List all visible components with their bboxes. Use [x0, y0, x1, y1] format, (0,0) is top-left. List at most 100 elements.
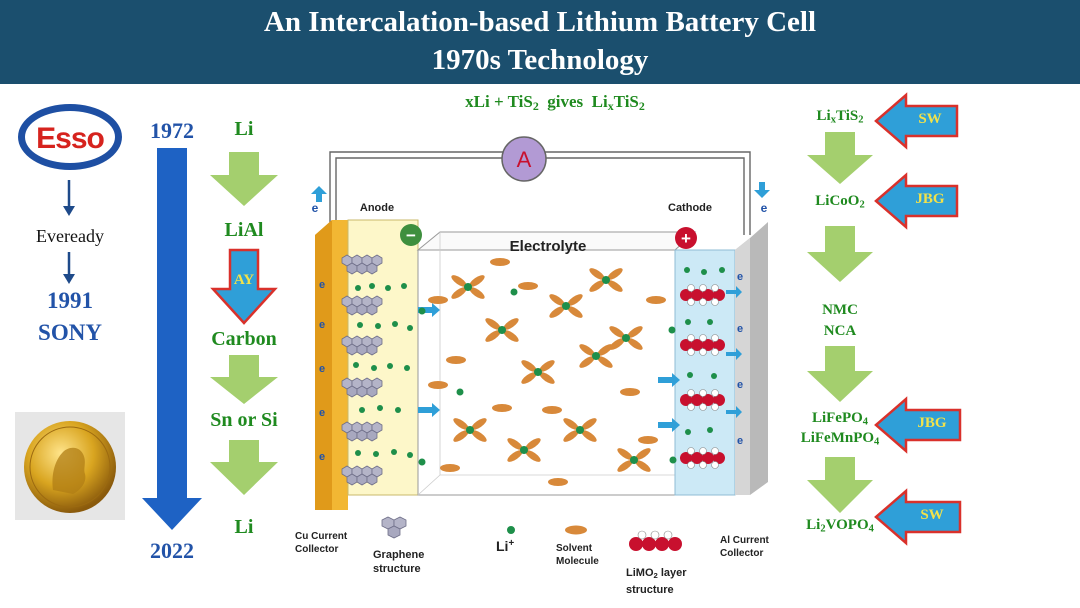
- medal-graphic: [24, 421, 116, 513]
- down-arrow-icon: [210, 355, 278, 404]
- li2vopo4-li: Li: [806, 517, 821, 533]
- limo-legend-rest: layer: [657, 567, 687, 579]
- cathode-lifepo4: LiFePO4: [790, 410, 890, 428]
- title-line-1: An Intercalation-based Lithium Battery C…: [263, 6, 817, 38]
- lixtis2-base: Li: [816, 108, 831, 124]
- lifepo4-sub: 4: [862, 416, 869, 428]
- svg-text:e: e: [319, 451, 325, 463]
- electron-right: e: [761, 201, 768, 215]
- anode-minus-sign: −: [400, 224, 422, 246]
- anode-sn-si: Sn or Si: [210, 409, 278, 431]
- battery-cell-diagram: A e e Anode Cathode − Electrolyte +: [311, 136, 770, 510]
- li2vopo4-rest: VOPO: [825, 517, 869, 533]
- minus-label: −: [406, 226, 416, 245]
- jbg-arrow-2: [874, 396, 962, 454]
- sony-label: SONY: [38, 320, 102, 345]
- li-ion-text: Li: [496, 538, 509, 554]
- anode-label: Anode: [360, 202, 394, 214]
- esso-logo: Esso: [18, 104, 122, 170]
- reaction-sub-3: 2: [638, 98, 645, 113]
- year-1991: 1991: [47, 288, 93, 313]
- cathode-nmc: NMC: [822, 302, 858, 318]
- cathode-nca: NCA: [823, 323, 857, 339]
- title-line-2: 1970s Technology: [431, 44, 649, 76]
- cathode-li-ions: [684, 267, 725, 435]
- electron-arrow-icon: e: [754, 182, 770, 215]
- reaction-sub-2: x: [607, 98, 614, 113]
- limo-legend-sub: 2: [653, 570, 658, 580]
- li2vopo4-sub-2: 2: [820, 523, 826, 535]
- li2vopo4-sub-4: 4: [868, 523, 874, 535]
- anode-li-final: Li: [234, 516, 254, 538]
- down-arrow-icon: [807, 132, 873, 184]
- cathode-progression-arrows: [807, 132, 873, 513]
- cathode-plus-sign: +: [675, 227, 697, 249]
- down-arrow-icon: [807, 346, 873, 402]
- electron-arrow-icon: e: [311, 186, 327, 215]
- lifemnpo4-sub: 4: [874, 436, 880, 448]
- svg-text:e: e: [737, 379, 743, 391]
- svg-text:e: e: [319, 407, 325, 419]
- electrolyte-li-ions: [418, 288, 677, 466]
- limo-legend-line-2: structure: [626, 583, 674, 596]
- graphene-legend-line-1: Graphene: [373, 549, 425, 561]
- ay-arrow: [210, 248, 278, 325]
- graphene-legend-line-2: structure: [373, 563, 421, 575]
- cathode-lixtis2: LixTiS2: [800, 108, 880, 126]
- al-legend-line-1: Al Current: [720, 535, 769, 546]
- li-ion-icon: [507, 526, 515, 534]
- cathode-li2vopo4: Li2VOPO4: [790, 517, 890, 535]
- contributor-sw-2: SW: [920, 507, 944, 523]
- timeline-arrow: [142, 148, 202, 530]
- nobel-medal-image: [15, 412, 125, 520]
- cu-legend-line-2: Collector: [295, 544, 339, 555]
- anode-li: Li: [234, 118, 254, 140]
- down-arrow-icon: [63, 180, 75, 216]
- licoo2-sub: 2: [859, 199, 865, 211]
- svg-text:e: e: [319, 319, 325, 331]
- reaction-sub-1: 2: [532, 98, 539, 113]
- svg-text:e: e: [319, 363, 325, 375]
- anode-carbon: Carbon: [211, 328, 277, 350]
- down-arrow-icon: [807, 226, 873, 282]
- solvent-legend-line-2: Molecule: [556, 556, 599, 567]
- down-arrow-icon: [807, 457, 873, 513]
- svg-text:e: e: [737, 435, 743, 447]
- al-electrons: e e e e: [737, 271, 743, 447]
- svg-text:e: e: [319, 279, 325, 291]
- contributor-arrows: [874, 92, 962, 546]
- graphene-legend: Graphene structure: [373, 548, 453, 576]
- electron-left: e: [312, 201, 319, 215]
- cu-electrons: e e e e e: [319, 279, 325, 463]
- timeline-start: 1972: [150, 118, 194, 143]
- svg-text:e: e: [737, 271, 743, 283]
- down-arrow-icon: [210, 440, 278, 495]
- ammeter-label: A: [517, 147, 532, 172]
- lixtis2-mid: TiS: [835, 108, 859, 124]
- svg-text:e: e: [737, 323, 743, 335]
- electrolyte-label: Electrolyte: [510, 238, 587, 255]
- contributor-jbg-1: JBG: [915, 191, 945, 207]
- reaction-part-2: gives Li: [538, 92, 608, 111]
- ammeter-icon: A: [501, 136, 547, 182]
- cathode-lifemnpo4: LiFeMnPO4: [782, 430, 898, 448]
- solvent-molecule-icon: [565, 525, 587, 535]
- licoo2-base: LiCoO: [815, 193, 860, 209]
- limo-legend-base: LiMO: [626, 567, 654, 579]
- cathode-electron-arrows: [726, 286, 742, 418]
- anode-progression-arrows: [210, 152, 278, 495]
- sw-arrow-2: [874, 488, 962, 546]
- al-legend-line-2: Collector: [720, 548, 764, 559]
- cell-legend: [381, 516, 682, 551]
- eveready-label: Eveready: [36, 226, 104, 246]
- lifepo4-base: LiFePO: [811, 410, 863, 426]
- sw-arrow-1: [874, 92, 959, 150]
- plus-label: +: [681, 229, 691, 248]
- lifemnpo4-base: LiFeMnPO: [800, 430, 875, 446]
- li-ion-sup: +: [508, 538, 515, 550]
- anode-lial: LiAl: [224, 219, 264, 241]
